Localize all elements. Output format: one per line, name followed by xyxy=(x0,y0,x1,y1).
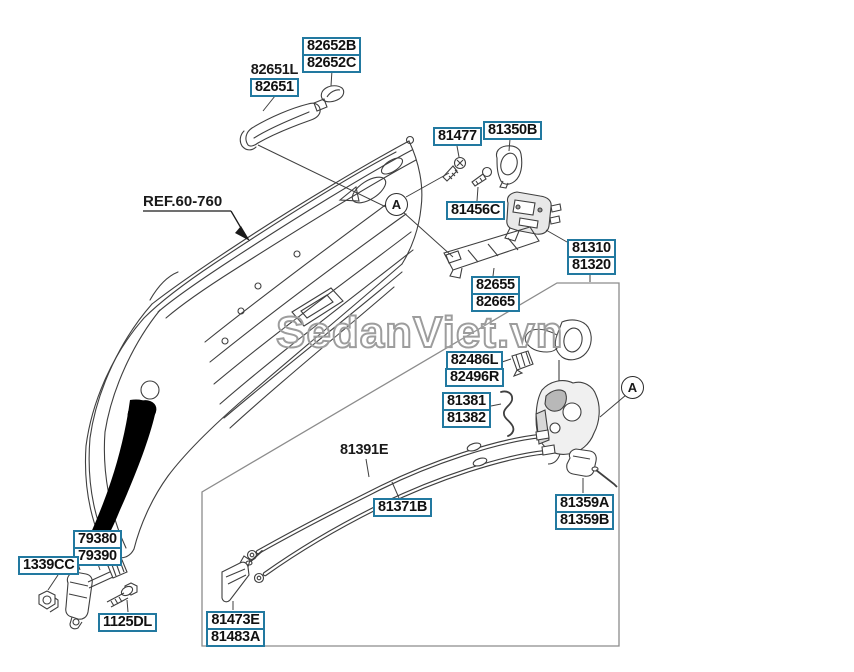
label-group-screw-upper: 81477 xyxy=(433,127,482,146)
part-number-1125DL[interactable]: 1125DL xyxy=(98,613,157,632)
label-group-handle-cap: 82652B 82652C xyxy=(302,37,361,73)
label-group-bolt: 1125DL xyxy=(98,613,157,632)
handle-bracket-drawing xyxy=(443,226,540,279)
label-group-nut: 1339CC xyxy=(18,556,80,575)
actuator-drawing xyxy=(566,448,618,488)
screw-81477-drawing xyxy=(442,156,467,182)
part-number-81391E: 81391E xyxy=(340,442,389,458)
label-group-rod: 81381 81382 xyxy=(442,392,491,428)
label-group-actuator: 81359A 81359B xyxy=(555,494,614,530)
part-number-81320[interactable]: 81320 xyxy=(567,256,616,275)
part-number-82496R[interactable]: 82496R xyxy=(445,368,504,387)
part-number-82651[interactable]: 82651 xyxy=(250,78,299,97)
door-panel-drawing xyxy=(84,135,423,559)
part-number-81477[interactable]: 81477 xyxy=(433,127,482,146)
callout-a-latch: A xyxy=(621,376,644,399)
label-group-screw-lower: 81456C xyxy=(446,201,505,220)
watermark: SedanViet.vn xyxy=(275,307,564,358)
label-group-clip: 82486L 82496R xyxy=(445,351,504,387)
part-number-81456C[interactable]: 81456C xyxy=(446,201,505,220)
lock-rod-drawing xyxy=(500,390,515,437)
callout-letter: A xyxy=(627,380,638,395)
label-group-pad: 81350B xyxy=(483,121,542,140)
door-check-band xyxy=(80,399,157,562)
bolt-drawing xyxy=(106,582,138,608)
detail-box-outline xyxy=(201,282,620,647)
part-number-79380[interactable]: 79380 xyxy=(73,530,122,549)
callout-letter: A xyxy=(391,197,402,212)
leader-lines xyxy=(47,69,627,613)
label-group-ref: REF.60-760 xyxy=(143,194,222,210)
part-number-82651L: 82651L xyxy=(250,62,299,78)
nut-drawing xyxy=(38,590,59,613)
ref-label: REF.60-760 xyxy=(143,193,223,210)
part-number-82665[interactable]: 82665 xyxy=(471,293,520,312)
label-group-latch: 81310 81320 xyxy=(567,239,616,275)
label-group-cable-end: 81473E 81483A xyxy=(206,611,265,647)
part-number-81359B[interactable]: 81359B xyxy=(555,511,614,530)
label-group-outside-handle: 82651L 82651 xyxy=(250,63,299,97)
label-group-cable-lower: 81371B xyxy=(373,498,432,517)
part-number-81473E[interactable]: 81473E xyxy=(206,611,265,630)
part-number-82652B[interactable]: 82652B xyxy=(302,37,361,56)
screw-81456C-drawing xyxy=(471,166,493,187)
part-number-1339CC[interactable]: 1339CC xyxy=(18,556,80,575)
outside-handle-drawing xyxy=(239,98,328,151)
latch-module-drawing xyxy=(504,191,562,242)
label-group-bracket: 82655 82665 xyxy=(471,276,520,312)
cable-end-bracket-drawing xyxy=(221,555,251,603)
part-number-81350B[interactable]: 81350B xyxy=(483,121,542,140)
part-number-81483A[interactable]: 81483A xyxy=(206,628,265,647)
callout-a-door: A xyxy=(385,193,408,216)
part-number-82652C[interactable]: 82652C xyxy=(302,54,361,73)
part-number-81371B[interactable]: 81371B xyxy=(373,498,432,517)
handle-cap-drawing xyxy=(320,85,345,103)
part-number-81382[interactable]: 81382 xyxy=(442,409,491,428)
part-number-79390[interactable]: 79390 xyxy=(73,547,122,566)
pad-81350B-drawing xyxy=(495,145,523,189)
label-group-door-checker: 79380 79390 xyxy=(73,530,122,566)
part-number-81381[interactable]: 81381 xyxy=(442,392,491,411)
label-group-cables: 81391E xyxy=(340,442,389,458)
ref-arrow xyxy=(143,210,250,241)
